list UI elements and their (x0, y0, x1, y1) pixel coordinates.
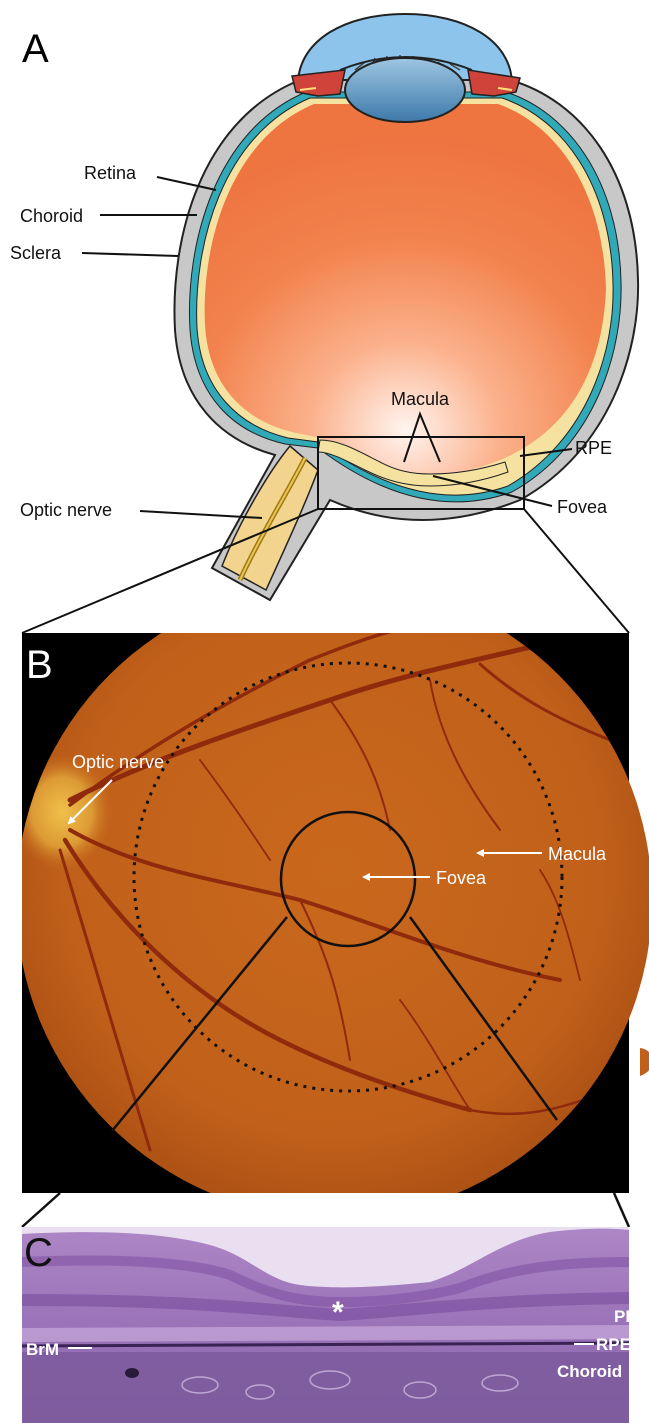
panel-c-letter: C (24, 1231, 53, 1275)
vitreous (205, 104, 606, 474)
label-b-macula: Macula (548, 844, 607, 864)
histology-choroid-layer (22, 1352, 629, 1423)
label-fovea: Fovea (557, 497, 608, 517)
label-optic-nerve: Optic nerve (20, 500, 112, 520)
zoom-line-c-right (614, 1193, 629, 1227)
histology-pr-layer (22, 1332, 629, 1335)
label-b-fovea: Fovea (436, 868, 487, 888)
label-c-asterisk: * (332, 1296, 344, 1329)
label-c-brm: BrM (26, 1340, 59, 1359)
zoom-line-right (524, 509, 629, 633)
fundus-notch (640, 1048, 649, 1076)
label-c-rpe: RPE (596, 1335, 631, 1354)
label-macula: Macula (391, 389, 450, 409)
leader-sclera (82, 253, 178, 256)
label-sclera: Sclera (10, 243, 62, 263)
fundus-disc (16, 582, 649, 1218)
histology-dark-vessel (125, 1368, 139, 1378)
label-rpe: RPE (575, 438, 612, 458)
panel-a-letter: A (22, 27, 49, 71)
iris-right (468, 70, 520, 96)
panel-a: A Retina Choroid (10, 14, 638, 633)
label-c-choroid: Choroid (557, 1362, 622, 1381)
label-retina: Retina (84, 163, 137, 183)
zoom-line-c-left (22, 1193, 60, 1227)
lens (345, 58, 465, 122)
panel-c: C * PR RPE Choroid BrM (22, 1227, 638, 1423)
panel-b: B Optic nerve Macula Fovea (12, 582, 649, 1227)
label-b-optic-nerve: Optic nerve (72, 752, 164, 772)
panel-b-letter: B (26, 643, 53, 687)
label-c-pr: PR (614, 1307, 638, 1326)
label-choroid: Choroid (20, 206, 83, 226)
